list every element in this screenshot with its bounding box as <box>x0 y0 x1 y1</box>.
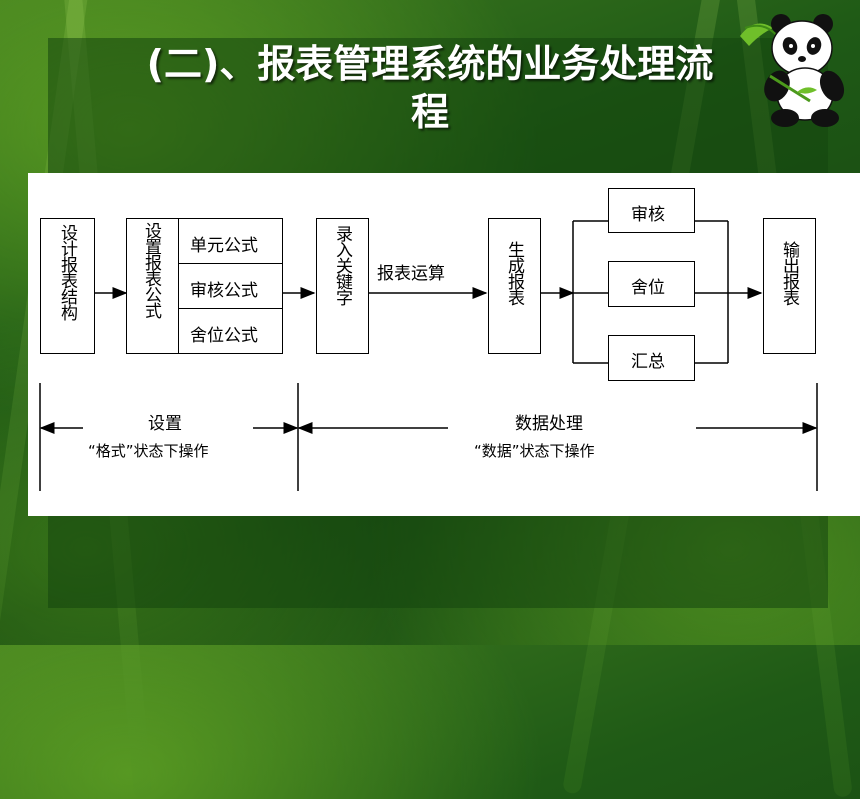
slide-title: (二)、报表管理系统的业务处理流 程 <box>40 40 820 136</box>
connector-lines <box>39 220 818 491</box>
branch-item-label: 舍位 <box>631 278 665 298</box>
enter-keyword-label: 录入关键字 <box>332 225 352 305</box>
generate-report-box: 生成报表 <box>488 218 541 354</box>
set-formula-label: 设置报表公式 <box>141 222 161 318</box>
formula-item-unit: 单元公式 <box>178 218 283 264</box>
title-line-1: (二)、报表管理系统的业务处理流 <box>146 42 714 86</box>
generate-report-label: 生成报表 <box>504 241 524 305</box>
title-line-2: 程 <box>410 90 449 134</box>
branch-item-label: 汇总 <box>631 352 665 372</box>
phase-setup-mode: “格式”状态下操作 <box>88 442 209 460</box>
design-structure-box: 设计报表结构 <box>40 218 95 354</box>
output-report-box: 输出报表 <box>763 218 816 354</box>
phase-setup-label: 设置 <box>148 414 182 434</box>
phase-data-mode: “数据”状态下操作 <box>474 442 595 460</box>
panda-icon <box>740 14 845 127</box>
formula-item-label: 舍位公式 <box>190 326 258 346</box>
formula-item-label: 审核公式 <box>190 281 258 301</box>
enter-keyword-box: 录入关键字 <box>316 218 369 354</box>
formula-item-label: 单元公式 <box>190 236 258 256</box>
branch-audit-box: 审核 <box>608 188 695 233</box>
workflow-diagram: 设计报表结构 设置报表公式 单元公式 审核公式 舍位公式 录入关键字 报表运算 … <box>28 173 860 516</box>
branch-rounding-box: 舍位 <box>608 261 695 307</box>
phase-data-label: 数据处理 <box>515 414 583 434</box>
output-report-label: 输出报表 <box>779 241 799 305</box>
formula-item-audit: 审核公式 <box>178 263 283 309</box>
report-calc-label: 报表运算 <box>377 264 445 284</box>
branch-summary-box: 汇总 <box>608 335 695 381</box>
branch-item-label: 审核 <box>631 205 665 225</box>
design-structure-label: 设计报表结构 <box>57 224 77 320</box>
formula-item-rounding: 舍位公式 <box>178 308 283 354</box>
